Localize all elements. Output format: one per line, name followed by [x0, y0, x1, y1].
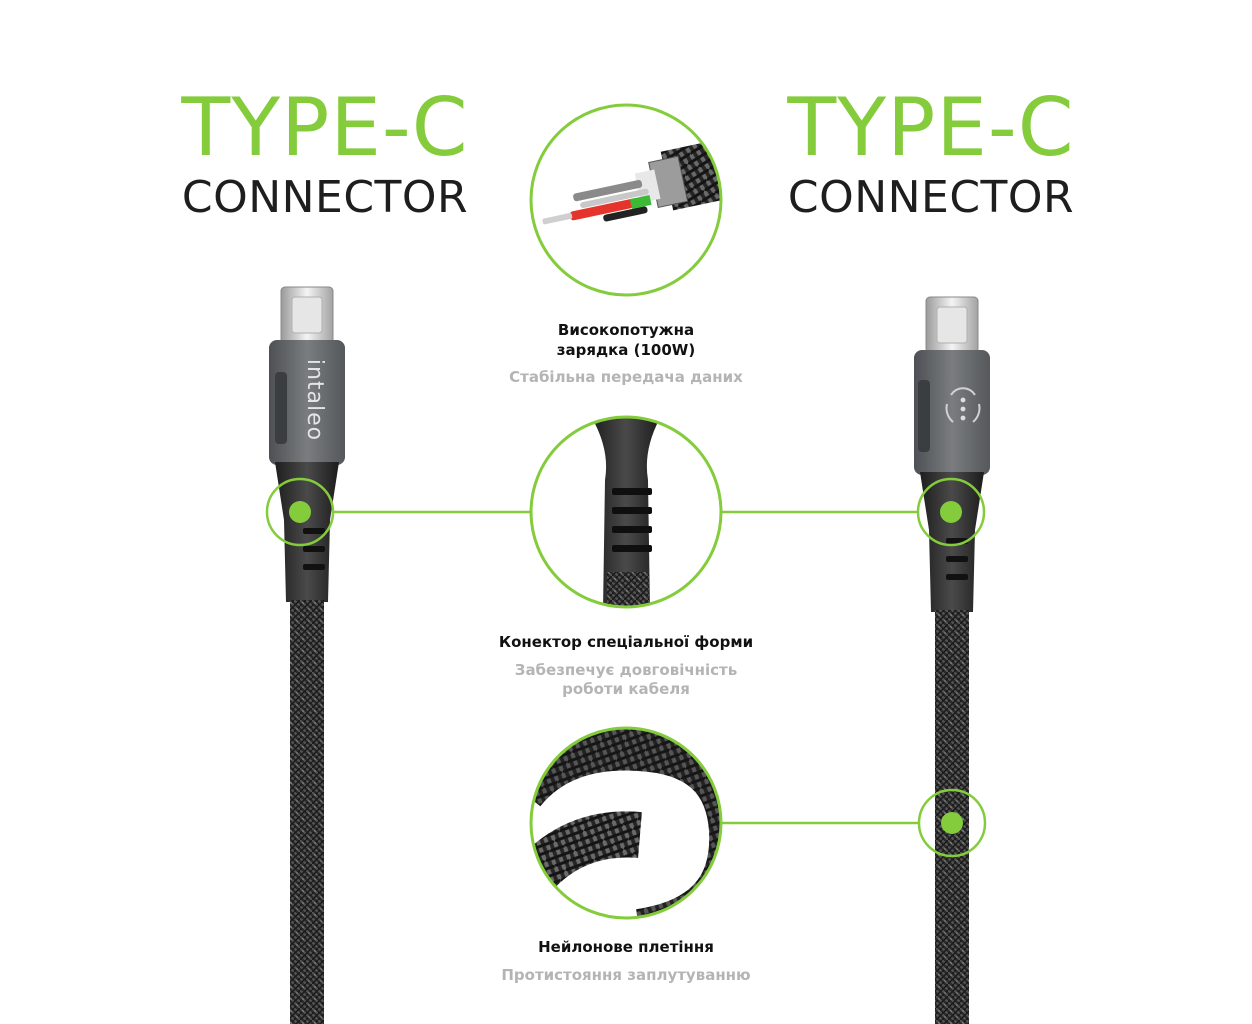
left-brand-text: intaleo	[302, 359, 327, 441]
left-heading-type-c: TYPE-C	[181, 81, 469, 174]
left-braided-cable	[290, 600, 324, 1024]
right-connector-housing	[914, 350, 990, 475]
cable-wires-cutaway-icon	[529, 103, 723, 297]
feature-braid-subtitle: Протистояння заплутуванню	[501, 965, 751, 984]
feature-charging-title-line2: зарядка (100W)	[556, 340, 696, 359]
braid-marker-ring	[917, 788, 987, 858]
feature-connector-subtitle-line1: Забезпечує довговічність	[514, 660, 738, 679]
feature-braid-title: Нейлонове плетіння	[538, 938, 714, 956]
feature-connector-subtitle-line2: роботи кабеля	[562, 680, 690, 698]
feature-charging: Високопотужна зарядка (100W) Стабільна п…	[466, 321, 786, 388]
right-connector-marker-dot	[940, 501, 962, 523]
right-heading-type-c: TYPE-C	[787, 81, 1075, 174]
left-connector-marker-dot	[289, 501, 311, 523]
feature-charging-title-line1: Високопотужна	[557, 321, 695, 339]
right-heading-connector: CONNECTOR	[787, 172, 1075, 223]
nylon-braid-coil-icon	[529, 726, 723, 920]
feature-connector: Конектор спеціальної форми Забезпечує до…	[446, 633, 806, 700]
left-heading-connector: CONNECTOR	[181, 172, 469, 223]
feature-connector-title: Конектор спеціальної форми	[498, 633, 754, 651]
feature-charging-subtitle: Стабільна передача даних	[509, 368, 743, 386]
right-heading: TYPE-C CONNECTOR	[766, 88, 1096, 220]
brand-logo-icon	[945, 387, 981, 423]
feature-braid: Нейлонове плетіння Протистояння заплутув…	[446, 938, 806, 985]
left-cable	[269, 286, 345, 1024]
right-cable	[914, 296, 990, 1024]
left-connector-housing	[269, 340, 345, 465]
left-connector-marker-ring	[265, 477, 335, 547]
right-connector-marker-ring	[916, 477, 986, 547]
strain-relief-closeup-icon	[529, 415, 723, 609]
braid-marker-dot	[941, 812, 963, 834]
left-heading: TYPE-C CONNECTOR	[160, 88, 490, 220]
